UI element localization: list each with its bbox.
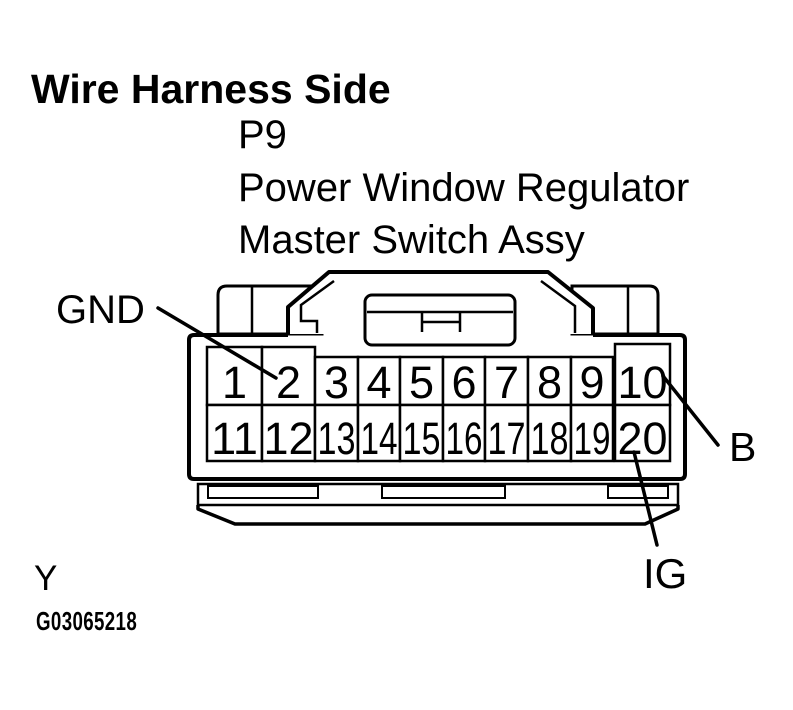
pin-number: 18: [531, 413, 569, 464]
b-callout-line: [661, 374, 720, 447]
pin-cell-19: 19: [569, 403, 615, 464]
pin-cell-17: 17: [483, 403, 530, 464]
page-title: Wire Harness Side: [31, 66, 391, 112]
pin-cell-11: 11: [205, 403, 264, 464]
pin-cell-14: 14: [356, 403, 402, 464]
pin-cell-8: 8: [526, 355, 573, 408]
pin-cell-6: 6: [441, 355, 487, 408]
pin-cell-1: 1: [205, 345, 264, 408]
pin-number: 17: [488, 413, 526, 464]
connector-name-line2: Master Switch Assy: [238, 218, 585, 262]
pin-cell-box: [441, 355, 487, 407]
pin-cell-box: [483, 403, 530, 463]
pin-cell-9: 9: [569, 355, 615, 408]
ig-callout-line: [632, 450, 659, 547]
pin-cell-5: 5: [398, 355, 445, 408]
pin-number: 8: [537, 357, 562, 408]
pin-cell-18: 18: [526, 403, 573, 464]
b-label: B: [729, 424, 757, 470]
pin-number: 20: [617, 413, 667, 464]
pin-number: 11: [211, 413, 258, 464]
gnd-label: GND: [56, 288, 145, 332]
pin-number: 12: [263, 413, 313, 464]
figure-number: G03065218: [36, 606, 138, 636]
hood-inner-left: [299, 279, 335, 333]
pin-cell-box: [205, 403, 264, 463]
pin-number: 6: [451, 357, 476, 408]
pin-number: 5: [409, 357, 434, 408]
skirt-tab-right: [607, 485, 669, 499]
socket-key-tab: [420, 312, 462, 332]
pin-number: 16: [446, 413, 483, 464]
pin-number: 13: [318, 413, 356, 464]
connector-name-line1: Power Window Regulator: [238, 165, 690, 210]
pin-cell-box: [569, 403, 615, 463]
pin-cell-box: [441, 403, 487, 463]
pin-cell-box: [613, 342, 672, 407]
pin-cell-20: 20: [613, 403, 672, 464]
pin-number: 9: [579, 357, 604, 408]
connector-body: [187, 333, 687, 481]
pin-cell-3: 3: [313, 355, 360, 408]
pin-cell-box: [569, 355, 615, 407]
pin-cell-13: 13: [313, 403, 360, 464]
pin-cell-box: [613, 403, 672, 463]
pin-number: 3: [324, 357, 349, 408]
skirt-tab-center: [381, 485, 506, 499]
hood-inner-right: [540, 279, 577, 333]
pin-cell-16: 16: [441, 403, 487, 464]
connector-socket: [363, 293, 517, 347]
pin-number: 14: [361, 413, 398, 464]
pin-cell-12: 12: [260, 403, 317, 464]
wire-color-label: Y: [34, 559, 58, 598]
pin-number: 19: [574, 413, 611, 464]
pin-cell-box: [260, 403, 317, 463]
skirt-tab-left: [207, 485, 319, 499]
ig-label: IG: [643, 550, 688, 597]
pin-cell-2: 2: [260, 345, 317, 408]
pin-cell-box: [356, 355, 402, 407]
connector-base: [196, 505, 680, 526]
pin-cell-10: 10: [613, 342, 672, 408]
pin-cell-7: 7: [483, 355, 530, 408]
pin-number: 15: [403, 413, 441, 464]
connector-code: P9: [238, 113, 287, 157]
pin-cell-4: 4: [356, 355, 402, 408]
pin-cell-15: 15: [398, 403, 445, 464]
pin-cell-box: [526, 355, 573, 407]
pin-number: 10: [617, 357, 667, 408]
gnd-callout-line: [156, 306, 278, 380]
pin-number: 1: [222, 357, 247, 408]
pin-number: 2: [276, 357, 301, 408]
connector-label-block: P9 Power Window Regulator Master Switch …: [238, 109, 689, 267]
pin-number: 7: [494, 357, 519, 408]
pin-number: 4: [366, 357, 391, 408]
pin-cell-box: [483, 355, 530, 407]
